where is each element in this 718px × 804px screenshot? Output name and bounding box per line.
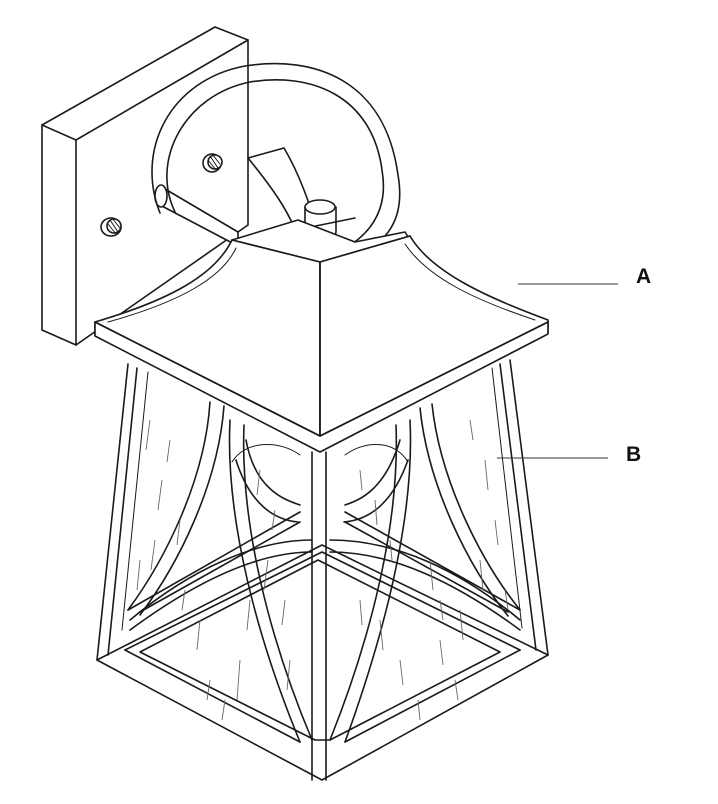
callout-a-label: A: [636, 265, 651, 288]
mounting-screw-right: [202, 153, 223, 173]
mounting-screw-left: [100, 217, 122, 237]
callout-a: A: [518, 265, 651, 288]
callout-b-label: B: [626, 443, 641, 466]
glass-panels: [127, 401, 521, 743]
callout-b: B: [497, 443, 641, 466]
lantern-cage: [96, 359, 549, 781]
lantern-roof: [94, 219, 549, 453]
wall-plate: [41, 26, 249, 346]
